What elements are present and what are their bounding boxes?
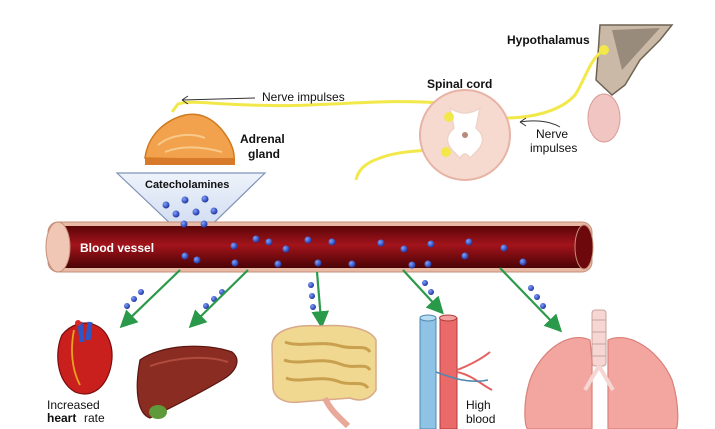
pressure-label-2: blood <box>466 412 495 426</box>
nerve-impulses-label-right-1: Nerve <box>536 127 568 141</box>
nerve-impulses-label-right-2: impulses <box>530 141 577 155</box>
heart-rate-label-3: rate <box>84 411 105 425</box>
hypothalamus-icon <box>587 24 674 143</box>
heart-icon <box>57 320 113 395</box>
catecholamines-label: Catecholamines <box>145 179 229 191</box>
pressure-label-1: High <box>466 398 491 412</box>
catecholamines-funnel <box>115 172 267 245</box>
liver-icon <box>136 345 238 419</box>
spinal-cord-label: Spinal cord <box>427 77 492 91</box>
artery-vein-icon <box>419 314 493 429</box>
pressure-label-3: pressure <box>466 426 513 429</box>
hypothalamus-label: Hypothalamus <box>507 33 590 47</box>
adrenal-label-1: Adrenal <box>240 132 285 146</box>
blood-vessel-icon <box>45 221 594 273</box>
spinal-cord-icon <box>419 89 511 181</box>
adrenal-gland-icon <box>144 113 235 165</box>
molecules <box>124 195 546 310</box>
nerve-path-top <box>170 48 605 120</box>
intestine-icon <box>271 324 377 429</box>
lungs-icon <box>524 309 679 429</box>
heart-rate-label-2: heart <box>47 411 76 425</box>
adrenal-label-2: gland <box>248 147 280 161</box>
effect-arrows <box>119 267 563 333</box>
nerve-impulses-label-top: Nerve impulses <box>262 90 345 104</box>
blood-vessel-label: Blood vessel <box>80 241 154 255</box>
heart-rate-label-1: Increased <box>47 398 100 412</box>
